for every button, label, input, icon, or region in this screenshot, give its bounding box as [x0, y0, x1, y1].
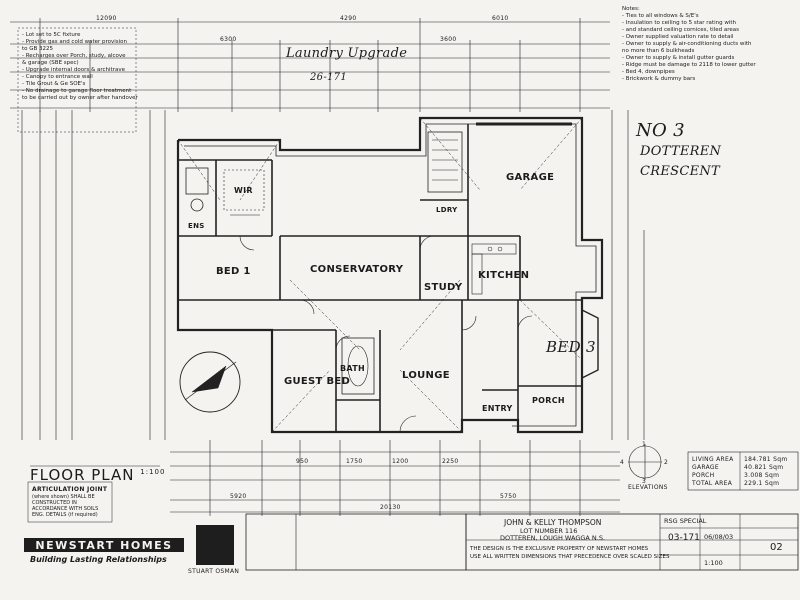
- disclaimer-2: USE ALL WRITTEN DIMENSIONS THAT PRECEDEN…: [470, 554, 670, 560]
- handwritten-laundry-note: Laundry Upgrade: [286, 46, 408, 61]
- handwritten-address-1: NO 3: [636, 120, 685, 141]
- note-line: - and standard ceiling cornices, tiled a…: [622, 27, 739, 33]
- note-line: Notes:: [622, 6, 640, 12]
- elev-number-1: 1: [642, 441, 647, 448]
- area-label-living: LIVING AREA: [692, 456, 734, 463]
- area-label-garage: GARAGE: [692, 464, 719, 471]
- area-value-porch: 3.008 Sqm: [744, 472, 780, 479]
- room-label-kitchen: KITCHEN: [478, 270, 530, 281]
- handwritten-ref-number: 26-171: [310, 72, 347, 83]
- dim-bottom-d: 2250: [442, 458, 459, 465]
- elev-number-4: 4: [620, 459, 625, 466]
- designer-logo-icon: [196, 525, 234, 565]
- note-line: - Upgrade internal doors & architrave: [22, 67, 125, 73]
- dim-bottom-c: 1200: [392, 458, 409, 465]
- disclaimer: THE DESIGN IS THE EXCLUSIVE PROPERTY OF …: [470, 546, 649, 552]
- room-label-bath: BATH: [340, 364, 366, 373]
- note-line: to be carried out by owner after handove…: [22, 95, 138, 101]
- drawing-scale: 1:100: [704, 559, 723, 567]
- handwritten-address-3: CRESCENT: [640, 164, 721, 179]
- dim-bottom-total: 20130: [380, 504, 401, 511]
- note-line: - No drainage to garage floor treatment: [22, 88, 132, 94]
- drawing-date: 06/08/03: [704, 533, 734, 541]
- area-label-porch: PORCH: [692, 472, 715, 479]
- site-address: DOTTEREN, LOUGH WAGGA N.S.: [500, 534, 606, 542]
- note-line: - Tile Grout & Ge SOE's: [22, 81, 86, 87]
- lot-number: LOT NUMBER 116: [520, 527, 578, 535]
- designer-logo-text: STUART OSMAN: [188, 568, 240, 575]
- dim-top-a: 6300: [220, 36, 237, 43]
- note-line: - Recharges over Porch, study, alcove: [22, 53, 126, 59]
- room-label-garage: GARAGE: [506, 172, 555, 183]
- dim-bottom-e: 5920: [230, 493, 247, 500]
- room-label-lounge: LOUNGE: [402, 370, 450, 381]
- dim-top-mid: 4290: [340, 15, 357, 22]
- dim-bottom-b: 1750: [346, 458, 363, 465]
- note-line: - Brickwork & dummy bars: [622, 76, 696, 82]
- sheet-number: 02: [770, 542, 783, 553]
- note-line: - Canopy to entrance wall: [22, 74, 93, 80]
- elev-number-2: 2: [664, 459, 669, 466]
- note-line: - Insulation to ceiling to 5 star rating…: [622, 20, 736, 26]
- notes-right: Notes: - Ties to all windows & S/E's - I…: [622, 6, 756, 83]
- room-label-conservatory: CONSERVATORY: [310, 264, 404, 275]
- dim-bottom-a: 950: [296, 458, 309, 465]
- client-name: JOHN & KELLY THOMPSON: [504, 518, 602, 527]
- handwritten-address-2: DOTTEREN: [640, 144, 722, 159]
- elev-number-3: 3: [642, 478, 647, 485]
- room-label-ldry: LDRY: [436, 206, 458, 214]
- brand-tagline: Building Lasting Relationships: [30, 555, 167, 564]
- room-label-bed3: BED 3: [546, 338, 596, 356]
- dim-top-left-total: 12090: [96, 15, 117, 22]
- room-label-ens: ENS: [188, 222, 205, 230]
- dim-top-right-total: 6010: [492, 15, 509, 22]
- note-line: - Owner supplied valuation rate to detai…: [622, 34, 734, 40]
- room-label-entry: ENTRY: [482, 404, 513, 413]
- room-label-bed1: BED 1: [216, 266, 251, 277]
- notes-left: - Lot set to 5C fixture - Provide gas an…: [22, 32, 138, 102]
- note-line: - Owner to supply & air-conditioning duc…: [622, 41, 752, 47]
- note-line: to GB 3225: [22, 46, 54, 52]
- job-number: 03-171: [668, 533, 700, 543]
- articulation-sub: (where shown) SHALL BE CONSTRUCTED IN AC…: [32, 494, 99, 518]
- floor-plan-heading: FLOOR PLAN: [30, 466, 135, 484]
- room-label-guest-bed: GUEST BED: [284, 376, 351, 387]
- note-line: & garage (SBE spec): [22, 60, 79, 66]
- note-line: no more than 6 bulkheads: [622, 48, 695, 54]
- design-name: RSG SPECIAL: [664, 517, 707, 525]
- articulation-note: ARTICULATION JOINT: [32, 486, 108, 493]
- note-line: - Owner to supply & install gutter guard…: [622, 55, 735, 61]
- elevation-label: ELEVATIONS: [628, 484, 668, 491]
- note-line: - Lot set to 5C fixture: [22, 32, 81, 38]
- note-line: - Bed 4, downpipes: [622, 69, 675, 75]
- note-line: - Ties to all windows & S/E's: [622, 13, 699, 19]
- floor-plan-title: FLOOR PLAN 1:100: [30, 466, 165, 484]
- floor-plan-scale: 1:100: [140, 468, 166, 476]
- area-value-living: 184.781 Sqm: [744, 456, 788, 463]
- note-line: - Ridge must be damage to 2118 to lower …: [622, 62, 756, 68]
- note-line: - Provide gas and cold water provision: [22, 39, 128, 45]
- room-label-study: STUDY: [424, 282, 463, 293]
- room-label-porch: PORCH: [532, 396, 565, 405]
- brand-logo: NEWSTART HOMES: [24, 538, 184, 552]
- area-value-total: 229.1 Sqm: [744, 480, 780, 487]
- dim-top-b: 3600: [440, 36, 457, 43]
- area-label-total: TOTAL AREA: [692, 480, 733, 487]
- dim-bottom-f: 5750: [500, 493, 517, 500]
- room-label-wir: WIR: [234, 186, 253, 195]
- area-value-garage: 40.821 Sqm: [744, 464, 784, 471]
